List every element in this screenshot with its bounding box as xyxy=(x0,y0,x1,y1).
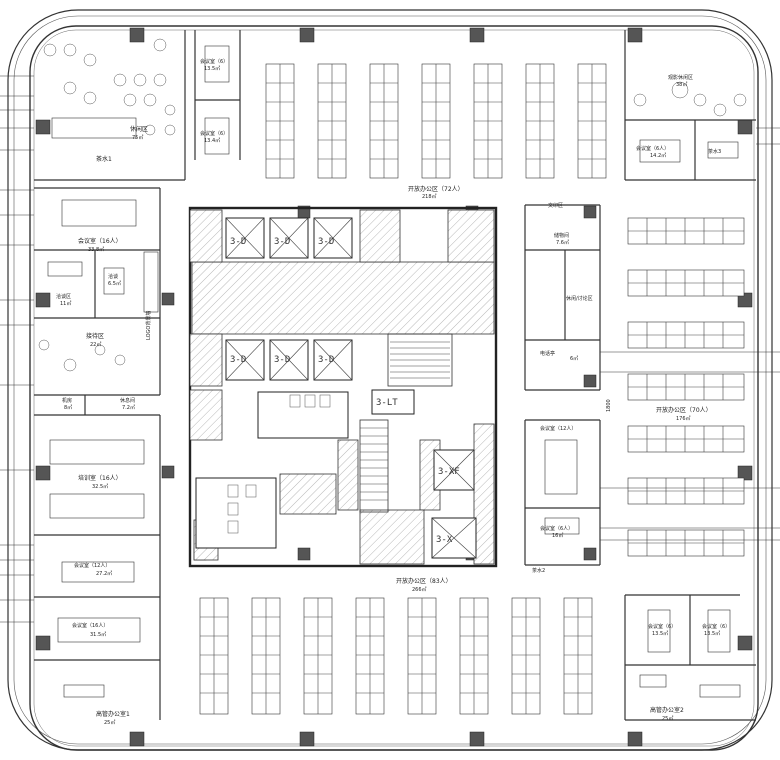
room-label-video-rest: 观影休闲区 xyxy=(668,74,693,81)
room-label-meeting-12-right: 会议室（12人） xyxy=(540,425,576,432)
restrooms xyxy=(195,391,349,549)
room-label-rest-room: 休息间 xyxy=(120,397,135,404)
elevator-label: 3-X xyxy=(436,535,453,545)
room-area-exec-2: 25㎡ xyxy=(662,715,673,722)
room-area-training: 32.5㎡ xyxy=(92,483,108,490)
elevator-label: 3-D xyxy=(274,237,290,247)
room-label-tea-2: 茶水2 xyxy=(532,567,545,574)
elevator-label: 3-D xyxy=(318,355,334,365)
room-area-storage-room: 7.6㎡ xyxy=(556,239,569,246)
room-area-meeting-6-right: 16㎡ xyxy=(552,532,563,539)
room-label-open-top: 开放办公区（72人） xyxy=(408,185,464,193)
room-label-training: 培训室（16人） xyxy=(78,474,122,482)
room-area-rest-room: 7.2㎡ xyxy=(122,404,135,411)
room-label-meeting-6-right: 会议室（6人） xyxy=(540,525,573,532)
elevator-label: 3-LT xyxy=(376,398,398,408)
room-area-meeting-6-br-b: 13.5㎡ xyxy=(704,630,720,637)
room-area-meeting-16: 33.8㎡ xyxy=(88,246,104,253)
meeting-tables xyxy=(47,45,741,698)
room-label-meeting-6-br-b: 会议室（6） xyxy=(702,623,730,630)
room-label-open-bottom: 开放办公区（83人） xyxy=(396,577,452,585)
room-label-open-right: 开放办公区（70人） xyxy=(656,406,712,414)
room-label-lobby: 接待区 xyxy=(86,332,104,340)
room-label-meeting-16: 会议室（16人） xyxy=(78,237,122,245)
room-area-negotiate: 6.5㎡ xyxy=(108,280,121,287)
room-area-machine: 8㎡ xyxy=(64,404,72,411)
perimeter-columns xyxy=(35,27,753,747)
room-area-rest-area: 75㎡ xyxy=(132,134,143,141)
room-area-exec-1: 25㎡ xyxy=(104,719,115,726)
lounge-seating xyxy=(38,38,747,372)
room-label-machine: 机房 xyxy=(62,397,72,404)
desk-rows-bottom xyxy=(199,597,593,715)
room-area-lobby: 22㎡ xyxy=(90,341,101,348)
elevator-label: 3-D xyxy=(274,355,290,365)
elevator-label: 3-XF xyxy=(438,467,460,477)
room-label-meeting-16-left: 会议室（16人） xyxy=(72,622,108,629)
room-label-phone-booth: 电话亭 xyxy=(540,350,555,357)
room-label-rest-area: 休闲区 xyxy=(130,125,148,133)
room-label-meeting-tr: 会议室（6人） xyxy=(636,145,669,152)
building-core: 3-D 3-D 3-D 3-D 3-D 3-D 3-LT 3-XF 3-X xyxy=(188,206,498,568)
elevator-label: 3-D xyxy=(230,355,246,365)
desk-rows-right xyxy=(627,217,745,557)
room-label-meeting-12-left: 会议室（12人） xyxy=(74,562,110,569)
room-area-meeting-6-br-a: 13.5㎡ xyxy=(652,630,668,637)
room-area-meeting-top-a: 13.5㎡ xyxy=(204,65,220,72)
room-label-meeting-top-b: 会议室（6） xyxy=(200,130,228,137)
room-label-discussion: 休闲/讨论区 xyxy=(566,295,593,302)
leader-lines xyxy=(0,75,780,623)
interior-walls xyxy=(34,30,756,721)
building-envelope xyxy=(7,9,773,751)
room-area-meeting-top-b: 13.4㎡ xyxy=(204,137,220,144)
room-area-video-rest: 38㎡ xyxy=(676,81,687,88)
logo-wall-label: LOGO背景墙 xyxy=(145,311,152,340)
room-label-negotiate: 洽谈 xyxy=(108,273,118,280)
room-label-meeting-6-br-a: 会议室（6） xyxy=(648,623,676,630)
desk-rows-top xyxy=(265,63,607,179)
room-label-exec-1: 高管办公室1 xyxy=(96,710,130,718)
room-label-meeting-top-a: 会议室（6） xyxy=(200,58,228,65)
stair xyxy=(359,333,453,513)
room-area-open-bottom: 266㎡ xyxy=(412,586,427,593)
elevator-label: 3-D xyxy=(230,237,246,247)
room-area-meeting-16-left: 31.5㎡ xyxy=(90,631,106,638)
room-labels: 休闲区 75㎡ 茶水1 会议室（6） 13.5㎡ 会议室（6） 13.4㎡ 会议… xyxy=(56,58,730,726)
room-label-print: 文印区 xyxy=(548,202,563,209)
room-label-storage-room: 储物间 xyxy=(554,232,569,239)
room-area-meeting-tr: 14.2㎡ xyxy=(650,152,666,159)
core-labels: 3-D 3-D 3-D 3-D 3-D 3-D 3-LT 3-XF 3-X xyxy=(230,237,460,545)
room-label-tea-tr: 茶水3 xyxy=(708,148,721,155)
room-area-meeting-12-left: 27.2㎡ xyxy=(96,570,112,577)
room-area-phone-booth: 6㎡ xyxy=(570,355,578,362)
elevator-label: 3-D xyxy=(318,237,334,247)
room-label-exec-2: 高管办公室2 xyxy=(650,706,684,714)
room-label-tea-1: 茶水1 xyxy=(96,155,112,163)
room-label-reception: 洽谈区 xyxy=(56,293,71,300)
dimension-annotation: 1800 xyxy=(606,399,612,412)
room-area-reception: 11㎡ xyxy=(60,300,71,307)
room-area-open-top: 218㎡ xyxy=(422,193,437,200)
room-area-open-right: 176㎡ xyxy=(676,415,691,422)
